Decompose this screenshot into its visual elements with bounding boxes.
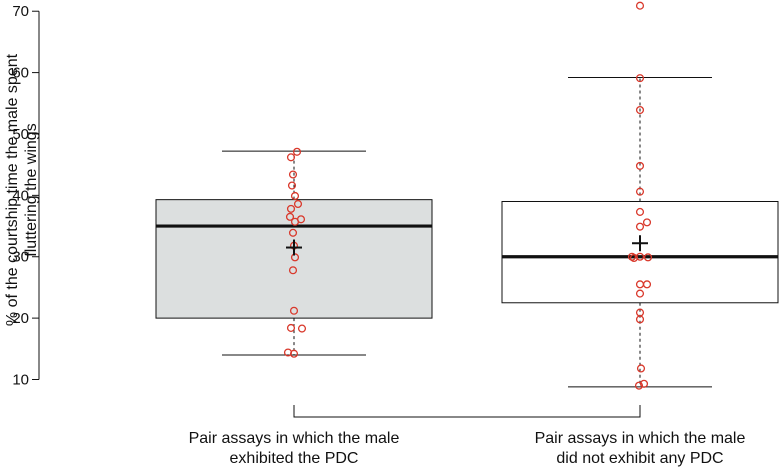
y-axis-title-line: fluttering the wings [23, 123, 40, 256]
x-axis-labels: Pair assays in which the male exhibited t… [189, 430, 746, 467]
y-tick-label: 20 [12, 310, 29, 327]
data-point [635, 207, 645, 216]
y-axis: 10 20 30 40 50 60 70 [12, 3, 40, 389]
data-point [286, 204, 296, 213]
y-tick-label: 60 [12, 65, 29, 82]
data-point [292, 147, 302, 156]
data-point [635, 161, 645, 170]
data-point [642, 280, 652, 289]
box-group-2 [501, 1, 779, 390]
group-bracket [293, 405, 641, 418]
data-point [288, 170, 298, 179]
data-point [297, 324, 307, 333]
data-point [634, 381, 644, 390]
y-tick-label: 10 [12, 372, 29, 389]
data-point [293, 199, 303, 209]
y-axis-title-line: % of the courtship time the male spent [4, 53, 21, 326]
y-tick-label: 50 [12, 126, 29, 143]
data-point [290, 217, 300, 226]
data-point [287, 181, 297, 190]
data-point [642, 218, 652, 227]
data-point [636, 364, 646, 373]
data-point [639, 379, 649, 388]
data-point [288, 228, 298, 237]
box-iqr [501, 200, 779, 304]
data-point [286, 323, 296, 332]
bracket-line [293, 405, 641, 418]
data-point [635, 105, 645, 115]
category-label-line: did not exhibit any PDC [556, 450, 723, 467]
data-point [289, 349, 299, 358]
data-point [286, 153, 296, 162]
data-point [643, 253, 653, 262]
category-label-line: exhibited the PDC [230, 450, 359, 467]
category-label-line: Pair assays in which the male [535, 430, 746, 447]
data-point [290, 191, 300, 201]
y-tick-label: 30 [12, 249, 29, 266]
data-point [635, 74, 645, 83]
data-point [635, 187, 645, 196]
data-point [285, 212, 295, 221]
boxes-layer [155, 1, 779, 390]
data-point [289, 306, 299, 315]
data-point [635, 315, 645, 324]
y-tick-label: 70 [12, 3, 29, 20]
y-tick-label: 40 [12, 187, 29, 204]
box-group-1 [155, 147, 433, 358]
category-label-2: Pair assays in which the male did not exh… [535, 430, 746, 467]
category-label-1: Pair assays in which the male exhibited t… [189, 430, 400, 467]
data-point [635, 1, 645, 10]
data-point [629, 253, 639, 263]
data-point [288, 266, 298, 275]
data-point [635, 222, 645, 231]
data-point [635, 289, 645, 298]
category-label-line: Pair assays in which the male [189, 430, 400, 447]
